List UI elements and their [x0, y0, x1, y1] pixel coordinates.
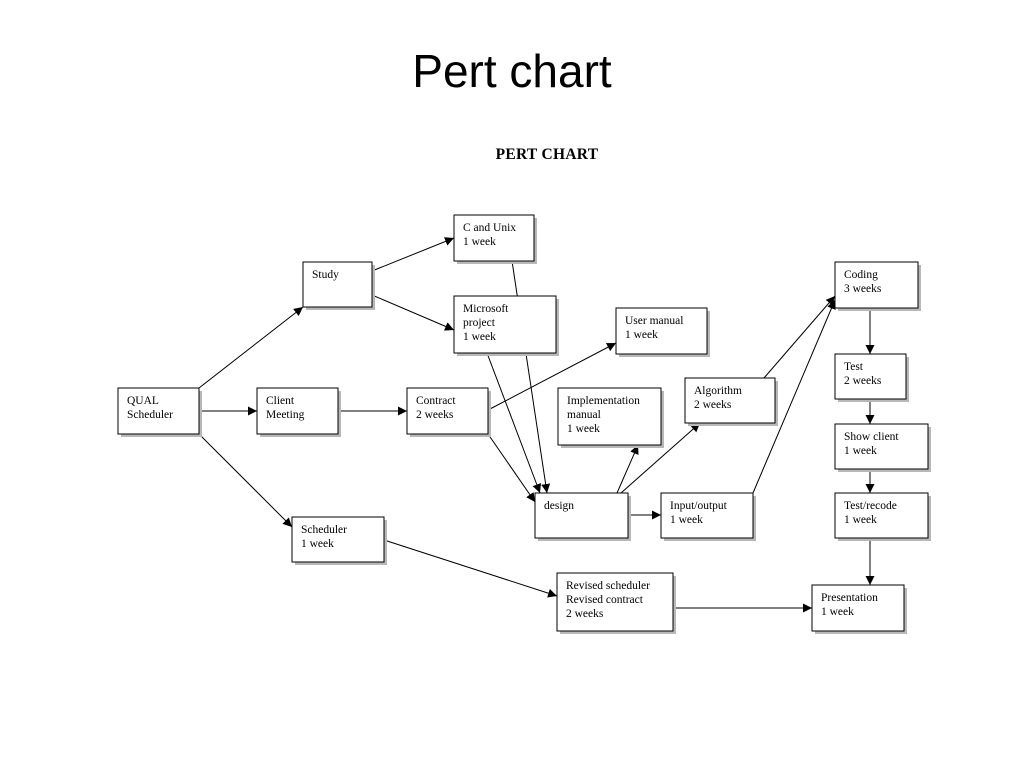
- task-node-label-line: 1 week: [821, 606, 854, 618]
- task-node-presentation: Presentation 1 week: [811, 584, 907, 634]
- task-node-box: [256, 387, 339, 435]
- task-node-label-line: Meeting: [266, 409, 305, 421]
- task-node-label-line: 3 weeks: [844, 283, 882, 295]
- task-node-label-line: 1 week: [463, 236, 496, 248]
- task-node-show-client: Show client 1 week: [834, 423, 931, 472]
- arrow-contract-to-design: [487, 433, 536, 503]
- task-node-label-line: project: [463, 317, 496, 329]
- task-node-label-line: Implementation: [567, 395, 640, 407]
- task-node-box: [291, 516, 385, 563]
- task-node-box: [811, 584, 905, 632]
- task-node-test: Test 2 weeks: [834, 353, 909, 402]
- arrow-qual-scheduler-to-scheduler: [198, 433, 293, 528]
- task-node-label-line: 1 week: [670, 514, 703, 526]
- task-node-label-line: Algorithm: [694, 385, 742, 397]
- task-node-label-line: 2 weeks: [566, 608, 604, 620]
- task-node-label-line: 1 week: [844, 514, 877, 526]
- arrow-qual-scheduler-to-study: [198, 306, 304, 389]
- task-node-test-recode: Test/recode 1 week: [834, 492, 931, 541]
- task-node-label-line: Contract: [416, 395, 456, 407]
- task-node-scheduler: Scheduler 1 week: [291, 516, 387, 565]
- task-node-label-line: Revised scheduler: [566, 580, 650, 592]
- task-node-box: [660, 492, 754, 539]
- arrow-study-to-c-unix: [371, 237, 455, 272]
- task-node-box: [406, 387, 489, 435]
- task-node-label-line: design: [544, 500, 574, 512]
- task-node-box: [834, 492, 929, 539]
- task-node-label-line: User manual: [625, 315, 683, 327]
- task-node-label-line: Presentation: [821, 592, 878, 604]
- task-node-label-line: Input/output: [670, 500, 728, 512]
- arrow-design-to-impl-manual: [616, 444, 639, 494]
- task-node-box: [615, 307, 708, 355]
- task-node-label-line: manual: [567, 409, 601, 421]
- task-node-label-line: 2 weeks: [844, 375, 882, 387]
- task-node-label-line: Show client: [844, 431, 899, 443]
- task-node-label-line: Scheduler: [127, 409, 173, 421]
- task-node-box: [534, 492, 629, 539]
- task-node-label-line: 1 week: [301, 538, 334, 550]
- task-node-box: [834, 353, 907, 400]
- task-node-box: [302, 261, 373, 308]
- task-node-input-output: Input/output 1 week: [660, 492, 756, 541]
- task-node-box: [834, 261, 919, 309]
- task-node-box: [556, 572, 674, 632]
- task-node-label-line: Test/recode: [844, 500, 897, 512]
- task-node-box: [834, 423, 929, 470]
- task-node-qual-scheduler: QUAL Scheduler: [117, 387, 202, 437]
- task-node-label-line: QUAL: [127, 395, 159, 407]
- task-node-label-line: Coding: [844, 269, 878, 281]
- arrow-ms-project-to-design: [486, 352, 542, 494]
- task-node-c-unix: C and Unix 1 week: [453, 214, 537, 264]
- task-node-coding: Coding 3 weeks: [834, 261, 921, 311]
- task-node-user-manual: User manual 1 week: [615, 307, 710, 357]
- task-node-ms-project: Microsoft project 1 week: [453, 295, 559, 356]
- task-node-impl-manual: Implementation manual 1 week: [557, 387, 664, 448]
- task-node-label-line: 1 week: [463, 331, 496, 343]
- task-node-design: design: [534, 492, 631, 541]
- task-node-box: [453, 214, 535, 262]
- task-node-box: [117, 387, 200, 435]
- task-node-label-line: Test: [844, 361, 864, 373]
- slide-title: Pert chart: [412, 45, 612, 97]
- task-node-box: [557, 387, 662, 446]
- task-node-label-line: C and Unix: [463, 222, 516, 234]
- task-node-label-line: 1 week: [625, 329, 658, 341]
- arrow-algorithm-to-coding: [763, 295, 836, 379]
- task-node-label-line: Scheduler: [301, 524, 347, 536]
- task-node-label-line: 1 week: [567, 423, 600, 435]
- arrow-design-to-algorithm: [620, 422, 701, 494]
- arrow-scheduler-to-revised: [383, 539, 558, 598]
- task-node-label-line: Revised contract: [566, 594, 644, 606]
- task-node-label-line: 1 week: [844, 445, 877, 457]
- pert-chart-heading: PERT CHART: [495, 146, 599, 163]
- task-node-label-line: Microsoft: [463, 303, 509, 315]
- task-node-study: Study: [302, 261, 375, 310]
- arrow-study-to-ms-project: [371, 294, 455, 331]
- arrow-input-output-to-coding: [752, 299, 836, 494]
- task-node-label-line: 2 weeks: [416, 409, 454, 421]
- task-node-box: [684, 377, 776, 424]
- task-node-label-line: Study: [312, 269, 339, 281]
- task-node-contract: Contract 2 weeks: [406, 387, 491, 437]
- task-node-label-line: Client: [266, 395, 295, 407]
- task-node-box: [453, 295, 557, 354]
- task-node-algorithm: Algorithm 2 weeks: [684, 377, 778, 426]
- task-node-label-line: 2 weeks: [694, 399, 732, 411]
- arrow-contract-to-user-manual: [487, 342, 617, 411]
